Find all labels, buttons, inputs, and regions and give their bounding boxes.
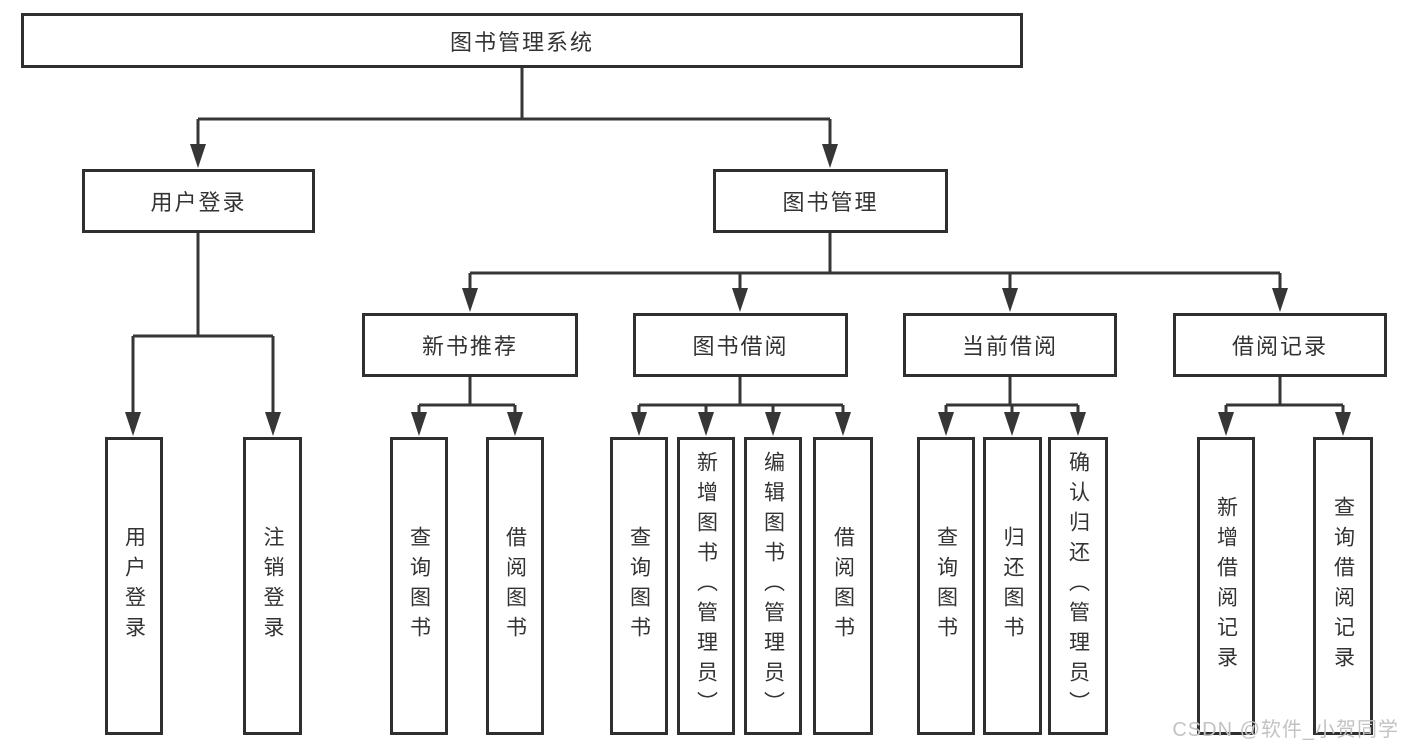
node-book-management-label: 图书管理 xyxy=(782,190,879,215)
node-new-book-recommend-label: 新书推荐 xyxy=(421,334,518,359)
leaf-logout-label: 注销登录 xyxy=(261,526,284,646)
leaf-query-books-current: 查询图书 xyxy=(917,437,975,735)
node-user-login-label: 用户登录 xyxy=(150,190,247,215)
connector-bookmgmt-to-level3 xyxy=(462,233,1288,312)
leaf-query-books-current-label: 查询图书 xyxy=(934,526,958,646)
node-book-borrow: 图书借阅 xyxy=(633,313,848,377)
leaf-add-book-admin: 新增图书（管理员） xyxy=(677,437,735,735)
leaf-query-borrow-record-label: 查询借阅记录 xyxy=(1331,496,1355,676)
leaf-add-borrow-record-label: 新增借阅记录 xyxy=(1214,496,1238,676)
node-new-book-recommend: 新书推荐 xyxy=(362,313,578,377)
connector-borrowrecord-to-leaves xyxy=(1218,377,1351,436)
connector-userlogin-to-leaves xyxy=(125,233,281,436)
leaf-query-books-borrow-label: 查询图书 xyxy=(627,526,651,646)
leaf-query-books-borrow: 查询图书 xyxy=(610,437,668,735)
node-root-label: 图书管理系统 xyxy=(449,29,594,55)
leaf-return-book: 归还图书 xyxy=(983,437,1042,735)
leaf-user-login: 用户登录 xyxy=(105,437,163,735)
node-root: 图书管理系统 xyxy=(21,13,1023,68)
leaf-logout: 注销登录 xyxy=(243,437,302,735)
node-book-borrow-label: 图书借阅 xyxy=(692,334,789,359)
leaf-edit-book-admin-label: 编辑图书（管理员） xyxy=(761,451,785,721)
leaf-query-borrow-record: 查询借阅记录 xyxy=(1313,437,1373,735)
leaf-borrow-books-2-label: 借阅图书 xyxy=(831,526,855,646)
node-current-borrow: 当前借阅 xyxy=(903,313,1117,377)
node-book-management: 图书管理 xyxy=(713,169,948,233)
leaf-confirm-return-admin-label: 确认归还（管理员） xyxy=(1066,451,1090,721)
node-borrow-records: 借阅记录 xyxy=(1173,313,1387,377)
leaf-add-book-admin-label: 新增图书（管理员） xyxy=(694,451,718,721)
connector-bookborrow-to-leaves xyxy=(631,377,851,436)
leaf-borrow-books-recommend: 借阅图书 xyxy=(486,437,544,735)
node-user-login: 用户登录 xyxy=(82,169,315,233)
csdn-watermark: CSDN @软件_小贺同学 xyxy=(1172,719,1399,741)
node-borrow-records-label: 借阅记录 xyxy=(1231,334,1328,359)
leaf-user-login-label: 用户登录 xyxy=(122,526,146,646)
connector-newbook-to-leaves xyxy=(411,377,523,436)
connector-currentborrow-to-leaves xyxy=(938,377,1086,436)
leaf-query-books-recommend: 查询图书 xyxy=(390,437,448,735)
leaf-borrow-books-2: 借阅图书 xyxy=(813,437,873,735)
leaf-confirm-return-admin: 确认归还（管理员） xyxy=(1048,437,1108,735)
leaf-add-borrow-record: 新增借阅记录 xyxy=(1197,437,1255,735)
leaf-borrow-books-recommend-label: 借阅图书 xyxy=(503,526,527,646)
leaf-edit-book-admin: 编辑图书（管理员） xyxy=(744,437,802,735)
node-current-borrow-label: 当前借阅 xyxy=(961,334,1058,359)
leaf-return-book-label: 归还图书 xyxy=(1001,526,1024,646)
connector-root-to-level2 xyxy=(190,68,838,168)
leaf-query-books-recommend-label: 查询图书 xyxy=(407,526,431,646)
